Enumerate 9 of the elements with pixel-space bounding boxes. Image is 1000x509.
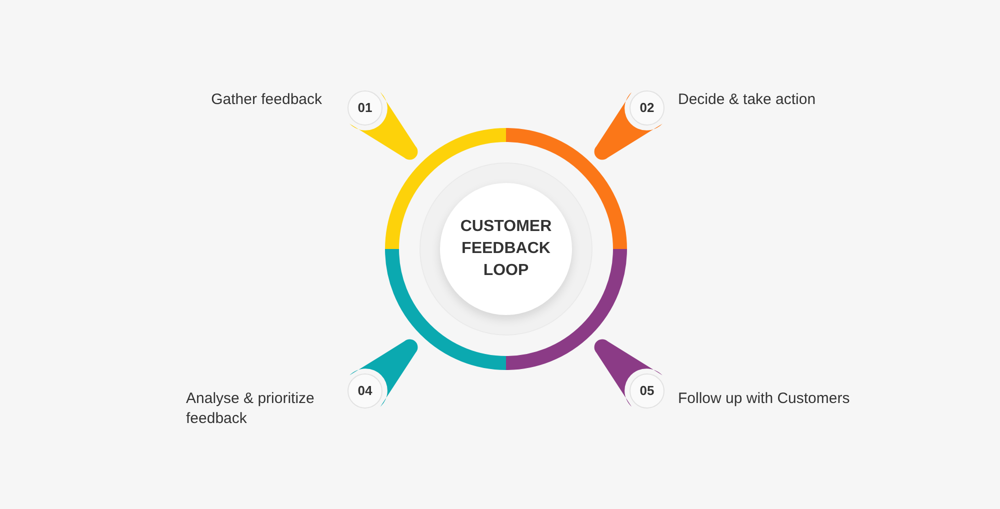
- step-label: Analyse & prioritize feedback: [186, 389, 316, 429]
- step-number: 04: [358, 382, 372, 400]
- center-title: CUSTOMER FEEDBACK LOOP: [459, 217, 553, 281]
- step-label: Follow up with Customers: [678, 389, 851, 409]
- step-label: Decide & take action: [678, 90, 817, 110]
- step-number: 05: [640, 382, 654, 400]
- step-number: 02: [640, 99, 654, 118]
- step-label: Gather feedback: [210, 90, 322, 110]
- step-number: 01: [358, 99, 372, 118]
